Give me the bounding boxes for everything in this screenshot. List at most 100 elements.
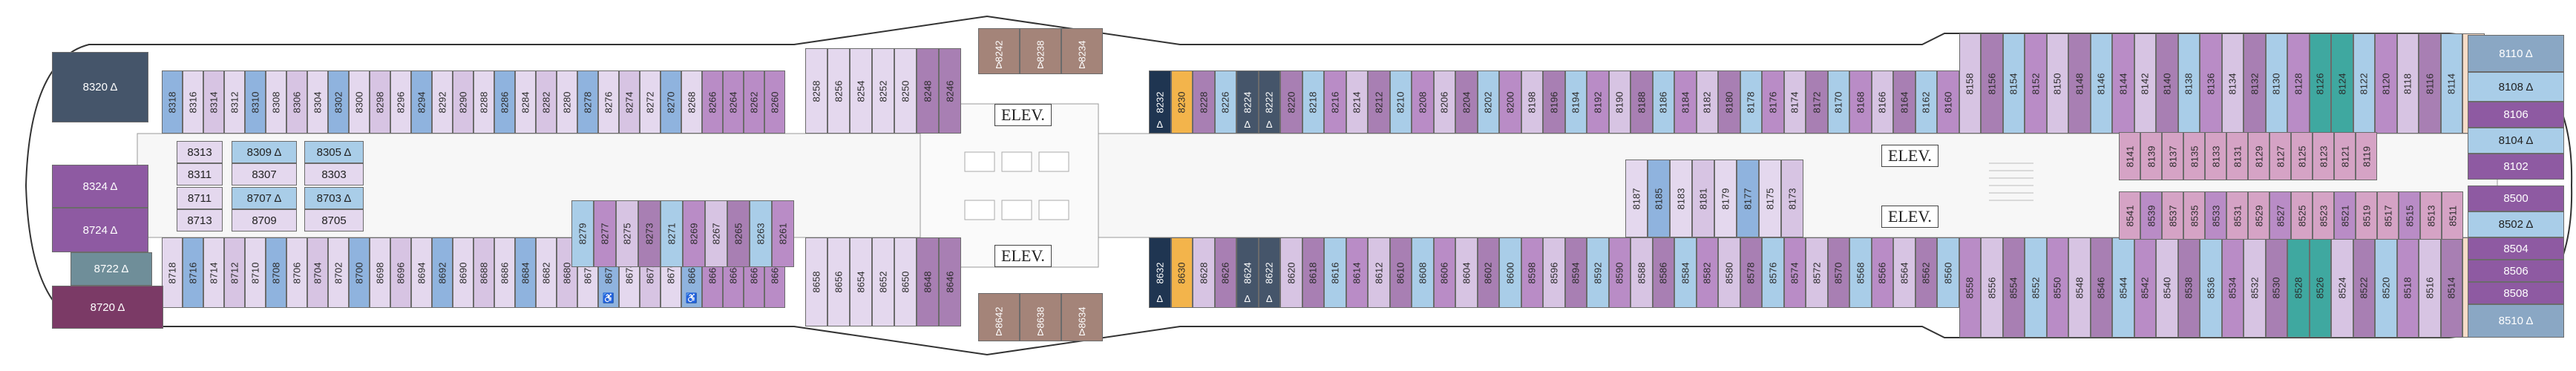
cabin-8144[interactable]: 8144 bbox=[2112, 33, 2134, 134]
cabin-8514[interactable]: 8514 bbox=[2440, 237, 2462, 338]
cabin-8164[interactable]: 8164 bbox=[1893, 70, 1915, 134]
cabin-8598[interactable]: 8598 bbox=[1521, 237, 1543, 308]
cabin-8110[interactable]: 8110 Δ bbox=[2468, 35, 2564, 72]
cabin-8282[interactable]: 8282 bbox=[536, 70, 557, 134]
cabin-8198[interactable]: 8198 bbox=[1521, 70, 1543, 134]
cabin-8273[interactable]: 8273 bbox=[638, 200, 661, 267]
cabin-8312[interactable]: 8312 bbox=[224, 70, 245, 134]
cabin-8305[interactable]: 8305 Δ bbox=[304, 141, 364, 163]
cabin-8216[interactable]: 8216 bbox=[1324, 70, 1346, 134]
cabin-8168[interactable]: 8168 bbox=[1849, 70, 1872, 134]
cabin-8311[interactable]: 8311 bbox=[177, 163, 223, 186]
cabin-8654[interactable]: 8654 bbox=[850, 237, 872, 326]
cabin-8568[interactable]: 8568 bbox=[1849, 237, 1872, 308]
cabin-8274[interactable]: 8274 bbox=[619, 70, 640, 134]
cabin-8310[interactable]: 8310 bbox=[245, 70, 266, 134]
cabin-8519[interactable]: 8519 bbox=[2356, 191, 2377, 240]
cabin-8718[interactable]: 8718 bbox=[162, 237, 183, 308]
cabin-8294[interactable]: 8294 bbox=[411, 70, 432, 134]
cabin-8104[interactable]: 8104 Δ bbox=[2468, 128, 2564, 154]
cabin-8128[interactable]: 8128 bbox=[2287, 33, 2310, 134]
cabin-8700[interactable]: 8700 bbox=[349, 237, 370, 308]
cabin-8313[interactable]: 8313 bbox=[177, 141, 223, 163]
cabin-8277[interactable]: 8277 bbox=[594, 200, 616, 267]
cabin-8604[interactable]: 8604 bbox=[1455, 237, 1478, 308]
cabin-8566[interactable]: 8566 bbox=[1871, 237, 1893, 308]
cabin-8194[interactable]: 8194 bbox=[1564, 70, 1587, 134]
cabin-8214[interactable]: 8214 bbox=[1346, 70, 1368, 134]
cabin-8716[interactable]: 8716 bbox=[183, 237, 203, 308]
cabin-8702[interactable]: 8702 bbox=[328, 237, 349, 308]
cabin-8564[interactable]: 8564 bbox=[1893, 237, 1915, 308]
cabin-8608[interactable]: 8608 bbox=[1412, 237, 1434, 308]
cabin-8260[interactable]: 8260 bbox=[764, 70, 785, 134]
cabin-8516[interactable]: 8516 bbox=[2419, 237, 2441, 338]
cabin-8252[interactable]: 8252 bbox=[872, 48, 894, 134]
cabin-8618[interactable]: 8618 bbox=[1302, 237, 1324, 308]
cabin-8220[interactable]: 8220 bbox=[1280, 70, 1302, 134]
cabin-8246[interactable]: 8246 bbox=[939, 48, 961, 134]
cabin-8524[interactable]: 8524 bbox=[2331, 237, 2353, 338]
cabin-8154[interactable]: 8154 bbox=[2002, 33, 2025, 134]
cabin-8182[interactable]: 8182 bbox=[1696, 70, 1718, 134]
cabin-8188[interactable]: 8188 bbox=[1631, 70, 1653, 134]
cabin-8316[interactable]: 8316 bbox=[183, 70, 203, 134]
cabin-8600[interactable]: 8600 bbox=[1499, 237, 1521, 308]
cabin-8302[interactable]: 8302 bbox=[328, 70, 349, 134]
cabin-8686[interactable]: 8686 bbox=[494, 237, 515, 308]
cabin-8528[interactable]: 8528 bbox=[2287, 237, 2310, 338]
cabin-8275[interactable]: 8275 bbox=[616, 200, 638, 267]
cabin-8187[interactable]: 8187 bbox=[1625, 160, 1648, 237]
cabin-8226[interactable]: 8226 bbox=[1214, 70, 1236, 134]
cabin-8122[interactable]: 8122 bbox=[2353, 33, 2375, 134]
cabin-8539[interactable]: 8539 bbox=[2140, 191, 2162, 240]
cabin-8106[interactable]: 8106 bbox=[2468, 102, 2564, 128]
cabin-8709[interactable]: 8709 bbox=[232, 209, 297, 232]
cabin-8304[interactable]: 8304 bbox=[307, 70, 328, 134]
cabin-8208[interactable]: 8208 bbox=[1412, 70, 1434, 134]
cabin-8504[interactable]: 8504 bbox=[2468, 237, 2564, 260]
cabin-8172[interactable]: 8172 bbox=[1806, 70, 1828, 134]
cabin-8724[interactable]: 8724 Δ bbox=[52, 208, 148, 252]
cabin-8131[interactable]: 8131 bbox=[2226, 132, 2248, 180]
cabin-8303[interactable]: 8303 bbox=[304, 163, 364, 186]
cabin-8146[interactable]: 8146 bbox=[2090, 33, 2112, 134]
cabin-8648[interactable]: 8648 bbox=[917, 237, 939, 326]
cabin-8261[interactable]: 8261 bbox=[772, 200, 794, 267]
cabin-8658[interactable]: 8658 bbox=[805, 237, 827, 326]
cabin-8720[interactable]: 8720 Δ bbox=[52, 286, 163, 329]
cabin-8696[interactable]: 8696 bbox=[390, 237, 411, 308]
cabin-8626[interactable]: 8626 bbox=[1214, 237, 1236, 308]
cabin-8270[interactable]: 8270 bbox=[661, 70, 681, 134]
cabin-8722[interactable]: 8722 Δ bbox=[71, 252, 152, 286]
cabin-8542[interactable]: 8542 bbox=[2134, 237, 2156, 338]
cabin-8536[interactable]: 8536 bbox=[2200, 237, 2222, 338]
cabin-8531[interactable]: 8531 bbox=[2226, 191, 2248, 240]
cabin-8177[interactable]: 8177 bbox=[1737, 160, 1759, 237]
cabin-8656[interactable]: 8656 bbox=[827, 237, 850, 326]
cabin-8190[interactable]: 8190 bbox=[1608, 70, 1631, 134]
cabin-8120[interactable]: 8120 bbox=[2375, 33, 2397, 134]
cabin-8506[interactable]: 8506 bbox=[2468, 260, 2564, 282]
cabin-8108[interactable]: 8108 Δ bbox=[2468, 72, 2564, 102]
cabin-8682[interactable]: 8682 bbox=[536, 237, 557, 308]
cabin-8500[interactable]: 8500 bbox=[2468, 186, 2564, 211]
cabin-8263[interactable]: 8263 bbox=[750, 200, 772, 267]
cabin-8570[interactable]: 8570 bbox=[1827, 237, 1849, 308]
cabin-8698[interactable]: 8698 bbox=[370, 237, 390, 308]
cabin-8532[interactable]: 8532 bbox=[2244, 237, 2266, 338]
cabin-8518[interactable]: 8518 bbox=[2396, 237, 2419, 338]
cabin-8132[interactable]: 8132 bbox=[2244, 33, 2266, 134]
cabin-8300[interactable]: 8300 bbox=[349, 70, 370, 134]
cabin-8694[interactable]: 8694 bbox=[411, 237, 432, 308]
cabin-8576[interactable]: 8576 bbox=[1762, 237, 1784, 308]
cabin-8292[interactable]: 8292 bbox=[432, 70, 453, 134]
cabin-8606[interactable]: 8606 bbox=[1433, 237, 1455, 308]
cabin-8176[interactable]: 8176 bbox=[1762, 70, 1784, 134]
cabin-8142[interactable]: 8142 bbox=[2134, 33, 2156, 134]
cabin-8534[interactable]: 8534 bbox=[2221, 237, 2244, 338]
